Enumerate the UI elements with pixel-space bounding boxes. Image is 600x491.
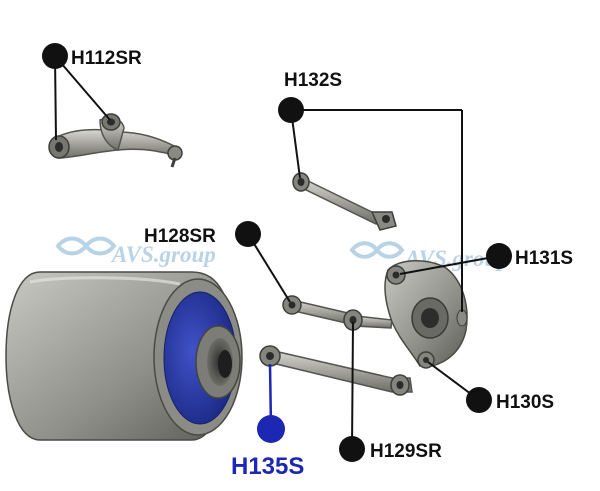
bushing-illustration [5, 271, 243, 441]
knuckle-hub [384, 260, 468, 369]
marker-h112sr[interactable] [42, 43, 68, 69]
infinity-logo-icon [349, 241, 405, 259]
toe-link [282, 295, 393, 331]
trailing-link [292, 172, 397, 231]
marker-h129sr[interactable] [339, 436, 365, 462]
labels: H112SR H132S H128SR H131S H130S H129SR H… [71, 48, 573, 480]
marker-h128sr[interactable] [235, 221, 261, 247]
label-h130s: H130S [496, 392, 554, 413]
marker-h132s[interactable] [278, 97, 304, 123]
label-h131s: H131S [515, 248, 573, 269]
marker-h135s[interactable] [257, 415, 285, 443]
upper-control-arm [48, 113, 183, 168]
infinity-logo-icon [55, 236, 117, 256]
watermark-left: AVS.group [55, 236, 216, 267]
marker-h130s[interactable] [466, 387, 492, 413]
markers [42, 43, 512, 462]
label-h112sr: H112SR [71, 48, 142, 69]
label-h128sr: H128SR [144, 226, 216, 247]
label-h129sr: H129SR [370, 441, 442, 462]
label-h135s: H135S [231, 453, 304, 480]
watermark-text-left: AVS.group [110, 242, 216, 267]
label-h132s: H132S [284, 70, 342, 91]
lower-link [259, 345, 413, 396]
marker-h131s[interactable] [486, 243, 512, 269]
